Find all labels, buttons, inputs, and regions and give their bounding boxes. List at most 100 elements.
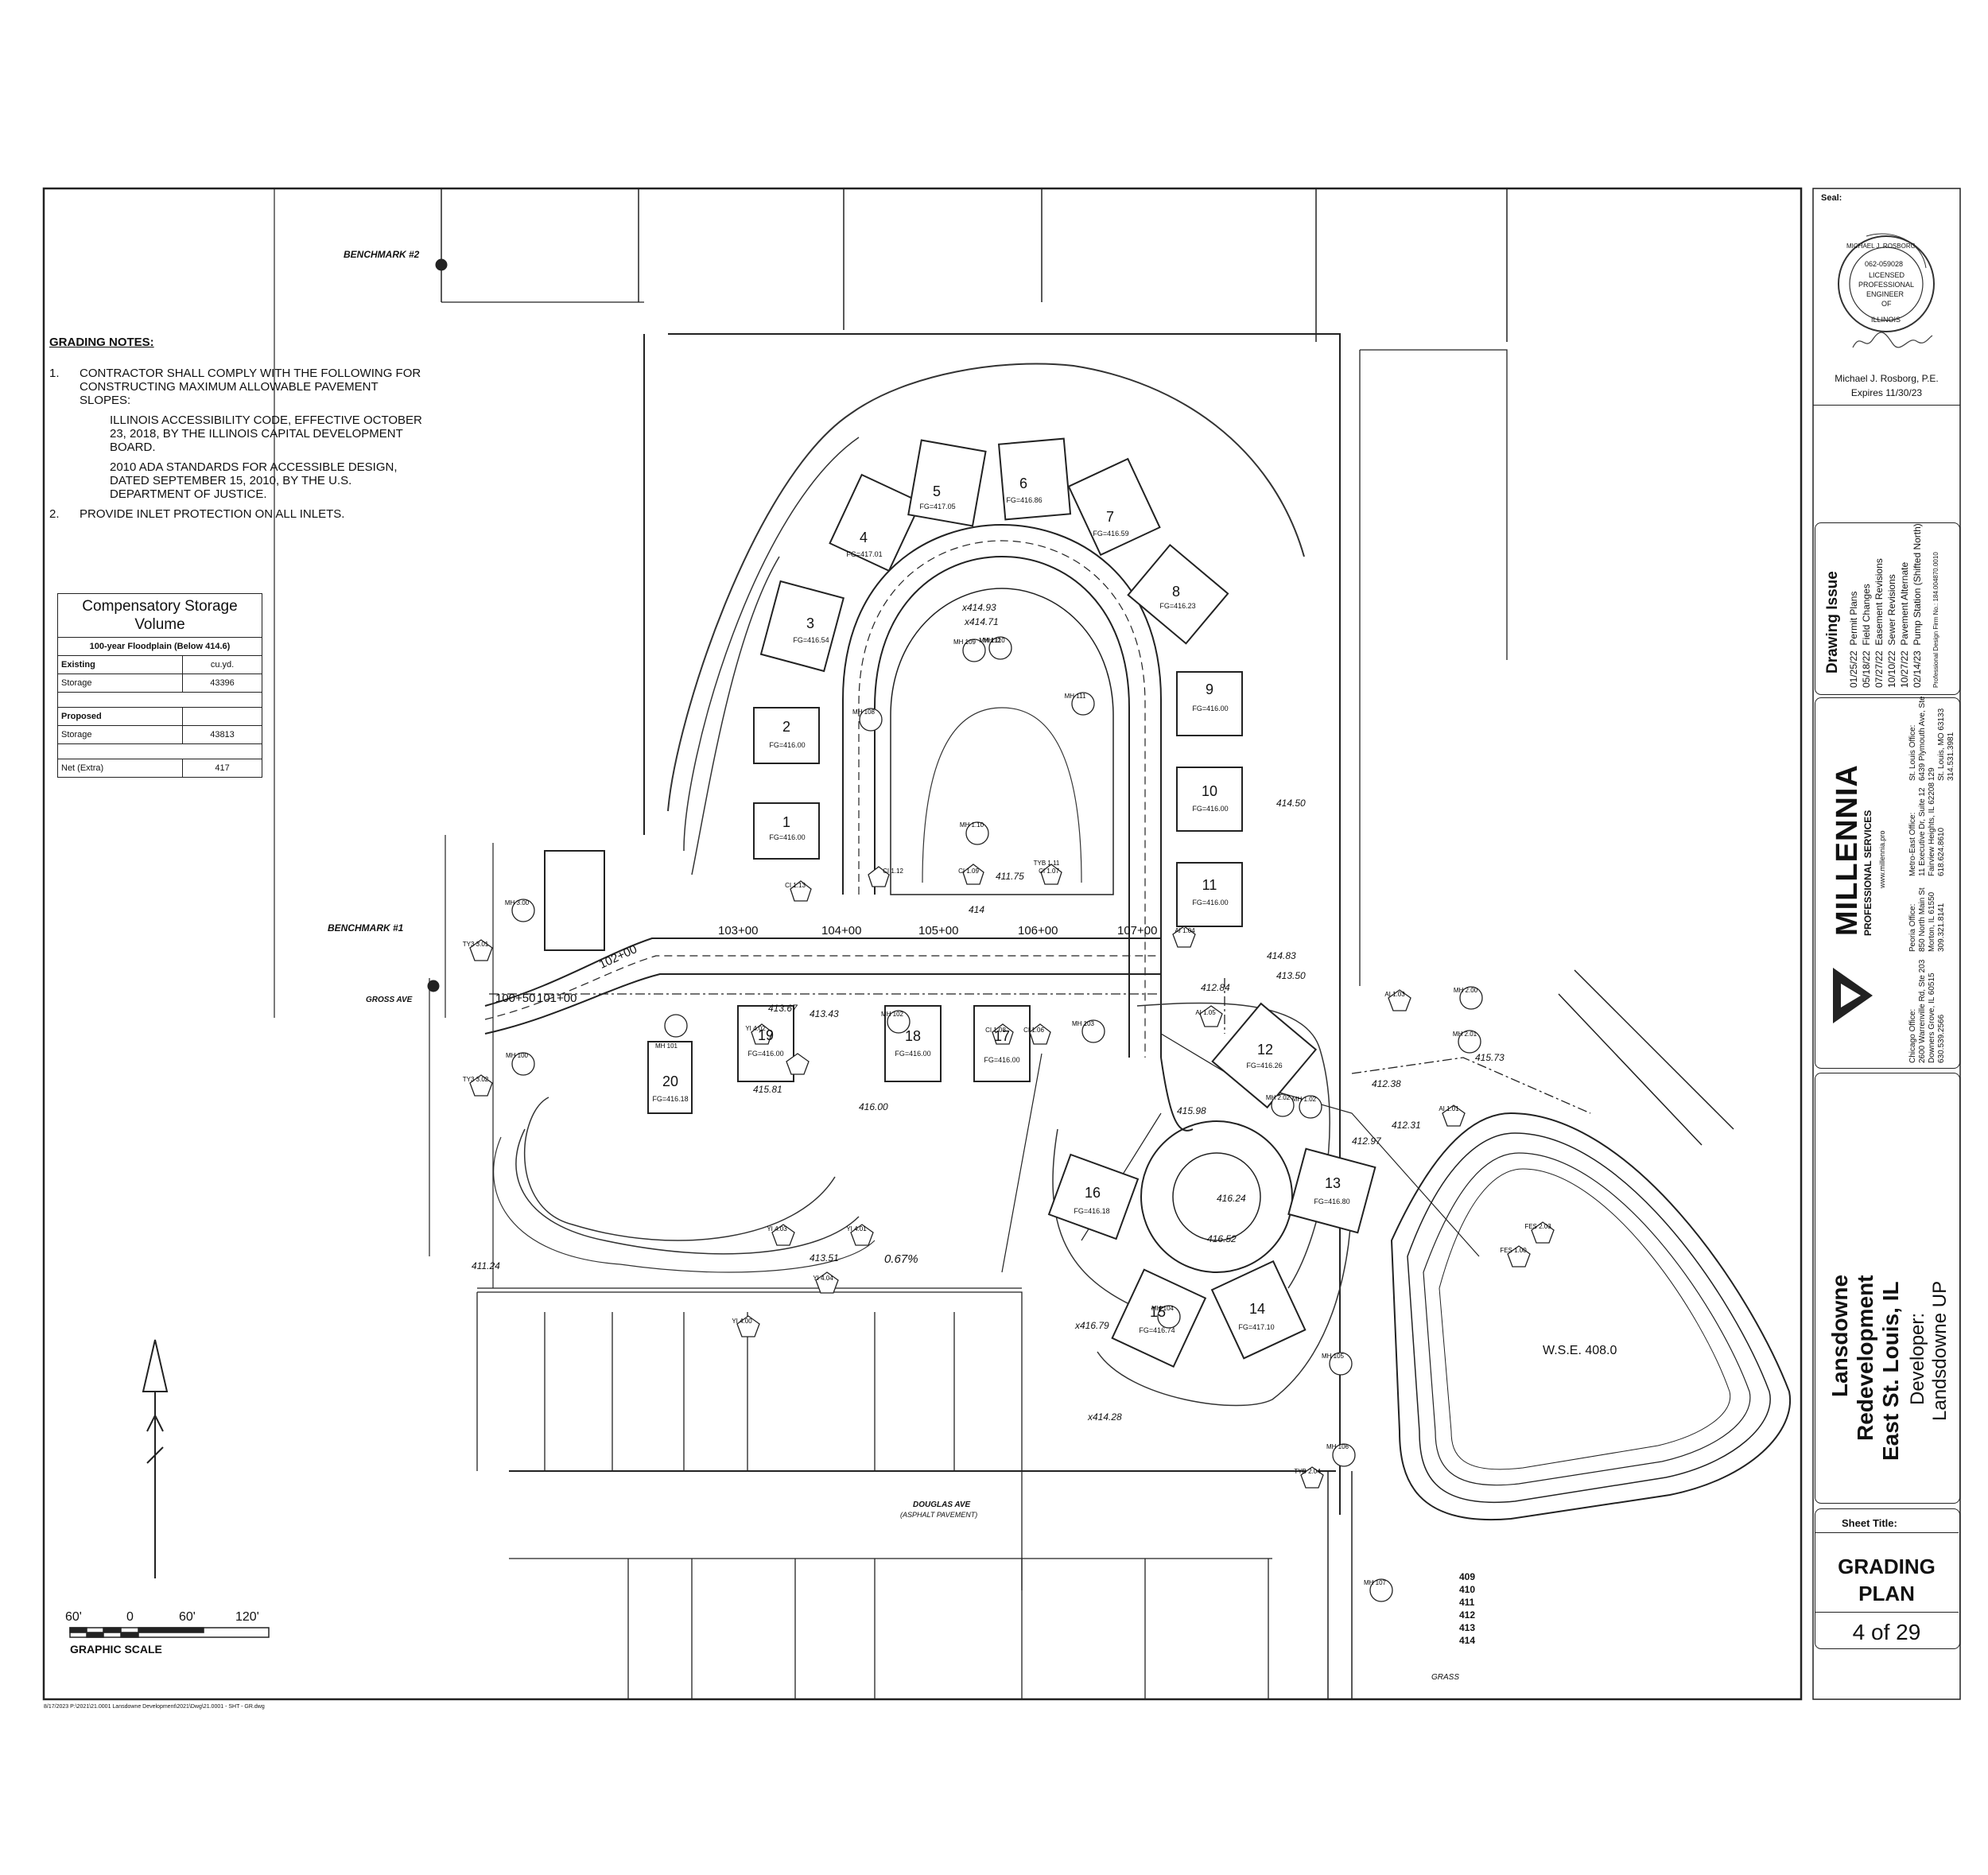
lot-fg: FG=416.86 [1006,496,1043,504]
structure-label: MH 102 [881,1011,904,1018]
sheet-number: 4 of 29 [1852,1620,1921,1644]
lot-number: 9 [1205,681,1213,697]
note-1b: 2010 ADA STANDARDS FOR ACCESSIBLE DESIGN… [110,460,398,501]
note-1-text: CONTRACTOR SHALL COMPLY WITH THE FOLLOWI… [80,367,421,407]
contour-legend: 409 410 411 412 413 414 [1459,1570,1475,1647]
spot-elevation: 415.81 [753,1084,782,1095]
spot-elevation: 0.67% [884,1252,918,1266]
issue-row: 01/25/22 Permit Plans [1848,592,1859,688]
lot-number: 11 [1202,877,1217,893]
structure-label: MH 101 [655,1042,678,1050]
lot-fg: FG=416.80 [1314,1198,1350,1205]
lot-fg: FG=417.01 [846,550,883,558]
structure-label: MH 105 [1322,1353,1345,1360]
structure-label: TYB 2.04 [1294,1468,1321,1475]
lot-number: 17 [993,1028,1011,1044]
office-line: 314.531.3981 [1947,732,1955,781]
developer-label: Developer: [1907,1312,1928,1405]
lot-fg: FG=416.54 [793,636,829,644]
lot-number: 2 [782,719,790,735]
grading-notes-heading: GRADING NOTES: [49,336,154,349]
project-name: Lansdowne [1827,1274,1852,1397]
structure-label: MH 2.01 [1453,1031,1477,1038]
lot-fg: FG=416.59 [1093,530,1129,538]
lot-fg: FG=416.74 [1139,1326,1175,1334]
issue-date: 01/25/22 [1848,650,1859,688]
structure-label: MH 3.00 [505,899,530,906]
spot-elevation: 412.84 [1201,982,1230,993]
drawing-issue-title: Drawing Issue [1824,571,1841,674]
developer-name: Landsdowne UP [1929,1280,1951,1421]
spot-elevation: 415.98 [1177,1105,1206,1116]
net-value: 417 [182,759,262,778]
structure-label: CI 1.13 [785,882,806,889]
lot-fg: FG=416.00 [1192,805,1229,813]
douglas-pavement-label: (ASPHALT PAVEMENT) [900,1511,978,1519]
spot-elevation: x414.93 [962,602,996,613]
sheet-title-box [1815,1508,1960,1649]
lot-number: 7 [1105,509,1114,525]
storage-table-title: Compensatory Storage Volume [57,593,262,638]
office-name: Metro-East Office: [1908,812,1917,876]
structure-label: MH 112 [979,637,1001,644]
office-line: 618.624.8610 [1937,827,1946,876]
firm-number: Professional Design Firm No.: 184.004870… [1932,552,1939,688]
structure-label: CI 1.06 [1023,1027,1044,1034]
existing-storage-label: Storage [56,674,184,693]
lot-number: 4 [859,530,868,545]
structure-label: MH 110 [983,637,1005,644]
millennia-logo-icon [1833,968,1873,1023]
douglas-ave-label: DOUGLAS AVE [913,1500,971,1509]
issue-row: 05/18/22 Field Changes [1861,584,1872,688]
lot-fg: FG=416.23 [1159,602,1196,610]
lot-number: 10 [1201,783,1218,799]
issue-desc: Permit Plans [1848,591,1859,646]
divider [1815,1612,1959,1613]
spot-elevation: 411.24 [472,1260,500,1271]
proposed-label: Proposed [56,707,184,726]
lot-fg: FG=417.05 [919,503,956,510]
structure-label: MH 109 [953,639,977,646]
structure-label: MH 108 [852,708,876,716]
structure-label: YI 4.04 [813,1275,833,1282]
structure-label: CI 1.08 [985,1027,1006,1034]
structure-label: YI 4.00 [732,1318,752,1325]
spot-elevation: 414.50 [1276,798,1306,809]
scale-label: 60' [179,1610,196,1624]
lot-number: 13 [1324,1175,1342,1191]
structure-label: MH 103 [1072,1020,1095,1027]
lot-fg: FG=416.00 [769,833,806,841]
lot-number: 19 [757,1027,775,1043]
issue-desc: Field Changes [1861,584,1872,646]
spot-elevation: 415.73 [1475,1052,1505,1063]
seal-label: Seal: [1821,193,1842,203]
net-label: Net (Extra) [56,759,184,778]
issue-date: 02/14/23 [1912,650,1923,688]
contour-label: 413 [1459,1622,1476,1633]
engineer-seal [1838,233,1935,332]
structure-label: FES 2.03 [1524,1223,1551,1230]
spot-elevation: x414.28 [1088,1411,1122,1423]
plot-info: 8/17/2023 P:\2021\21.0001 Lansdowne Deve… [44,1704,265,1710]
lot-fg: FG=416.00 [984,1056,1020,1064]
benchmark-2-label: BENCHMARK #2 [344,249,420,260]
lot-number: 18 [904,1028,922,1044]
storage-table-subtitle: 100-year Floodplain (Below 414.6) [57,637,262,656]
issue-desc: Easement Revisions [1873,558,1885,646]
issue-row: 10/10/22 Sewer Revisions [1886,574,1897,688]
structure-label: MH 111 [1065,693,1086,700]
spot-elevation: 416.00 [859,1101,888,1112]
spacer-row [57,692,262,708]
spot-elevation: 412.31 [1392,1120,1421,1131]
spacer-row [57,743,262,759]
structure-label: TY3 3.02 [463,1076,489,1083]
existing-storage-value: 43396 [182,674,262,693]
structure-label: MH 100 [506,1052,529,1059]
lot-number: 12 [1256,1042,1274,1058]
sheet-title-label: Sheet Title: [1842,1517,1897,1529]
spot-elevation: 413.51 [810,1252,839,1264]
note-1a: ILLINOIS ACCESSIBILITY CODE, EFFECTIVE O… [110,413,422,454]
note-1-number: 1. [49,367,60,380]
station-label: 101+00 [537,992,577,1005]
existing-label: Existing [56,655,184,674]
